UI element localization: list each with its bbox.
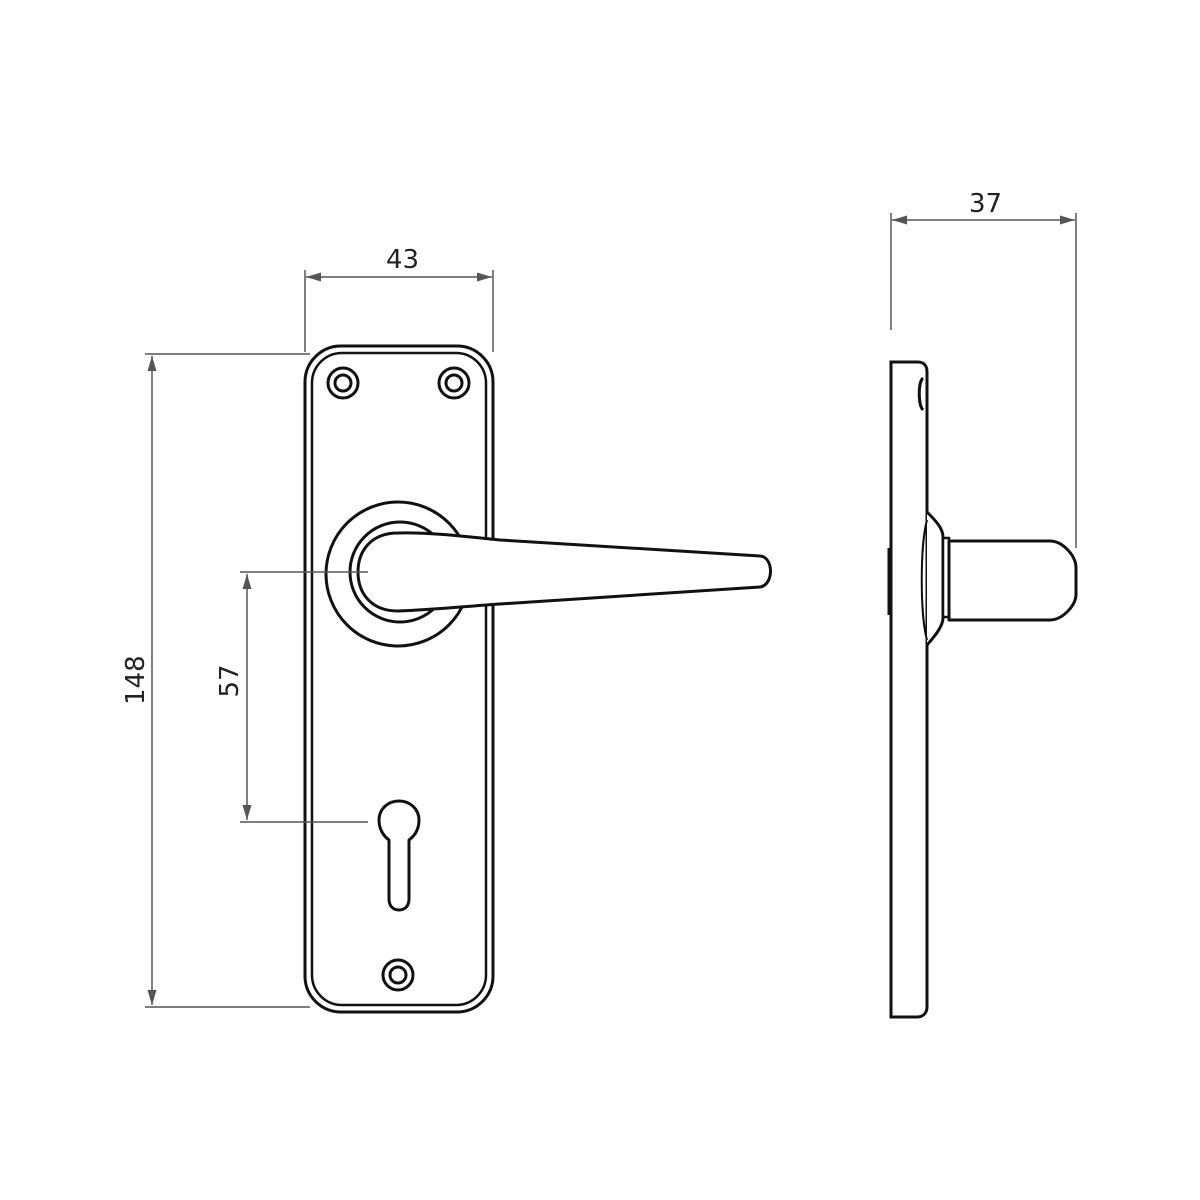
screw-hole-top-left bbox=[326, 366, 360, 400]
dimension-label-plate-width: 43 bbox=[386, 245, 420, 275]
dimension-label-plate-height: 148 bbox=[121, 655, 151, 705]
rose-profile bbox=[925, 510, 945, 646]
backplate-outer bbox=[303, 344, 495, 1014]
screw-recess-profile bbox=[917, 376, 925, 412]
screw-hole-top-right bbox=[437, 366, 471, 400]
dimension-lines-front bbox=[145, 270, 494, 1008]
lever bbox=[356, 531, 772, 613]
lever-end-profile bbox=[947, 539, 1078, 622]
front-view bbox=[303, 344, 772, 1014]
backplate-inner bbox=[310, 351, 488, 1007]
dimension-label-lever-to-keyhole: 57 bbox=[215, 664, 245, 698]
dimension-label-projection-depth: 37 bbox=[969, 189, 1003, 219]
screw-hole-bottom bbox=[381, 958, 415, 992]
dimension-lines-side bbox=[890, 213, 1077, 548]
keyhole bbox=[377, 799, 421, 912]
side-view bbox=[887, 360, 1078, 1019]
backplate-edge bbox=[889, 360, 929, 1019]
